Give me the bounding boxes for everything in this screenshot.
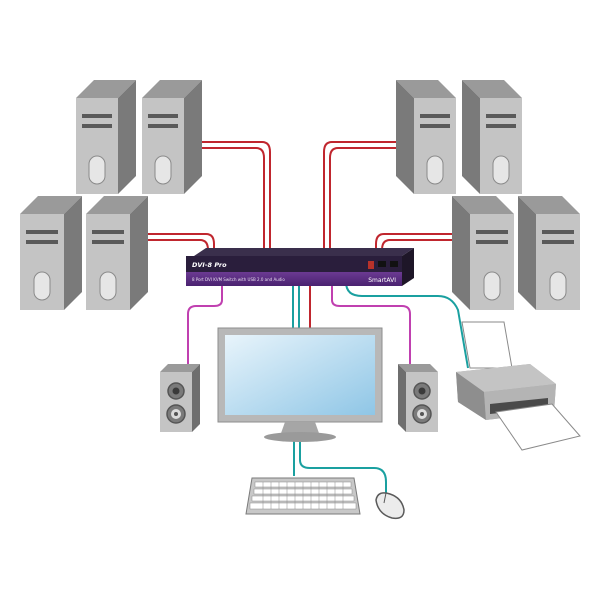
usb-cables — [292, 281, 469, 494]
computers — [20, 80, 580, 310]
cable-audio-right — [331, 282, 411, 366]
keyboard — [245, 477, 361, 515]
speaker-right — [398, 364, 438, 432]
computer-2 — [142, 80, 202, 194]
cable-left-front-1 — [148, 233, 215, 258]
computer-4 — [86, 196, 148, 310]
computer-7 — [452, 196, 514, 310]
monitor — [217, 327, 383, 442]
cable-audio-left — [187, 282, 223, 366]
cable-usb-printer — [345, 281, 469, 369]
audio-cables — [187, 282, 411, 366]
video-cables — [148, 141, 452, 332]
computer-1 — [76, 80, 136, 194]
speaker-left — [160, 364, 200, 432]
computer-6 — [462, 80, 522, 194]
cable-left-back-2 — [196, 147, 265, 258]
cable-right-front-1 — [375, 233, 452, 258]
cable-usb-mouse — [299, 436, 387, 494]
cable-right-back-1 — [323, 141, 396, 258]
computer-5 — [396, 80, 456, 194]
cable-right-back-2 — [329, 147, 396, 258]
computer-3 — [20, 196, 82, 310]
computer-8 — [518, 196, 580, 310]
mouse — [375, 492, 405, 520]
switch-description: 8 Port DVI KVM Switch with USB 2.0 and A… — [192, 277, 285, 282]
printer — [456, 321, 581, 451]
switch-brand: SmartAVI — [368, 277, 396, 284]
kvm-switch: DVI-8 Pro 8 Port DVI KVM Switch with USB… — [186, 248, 414, 286]
switch-model-label: DVI-8 Pro — [192, 261, 227, 269]
cable-left-back-1 — [196, 141, 271, 258]
